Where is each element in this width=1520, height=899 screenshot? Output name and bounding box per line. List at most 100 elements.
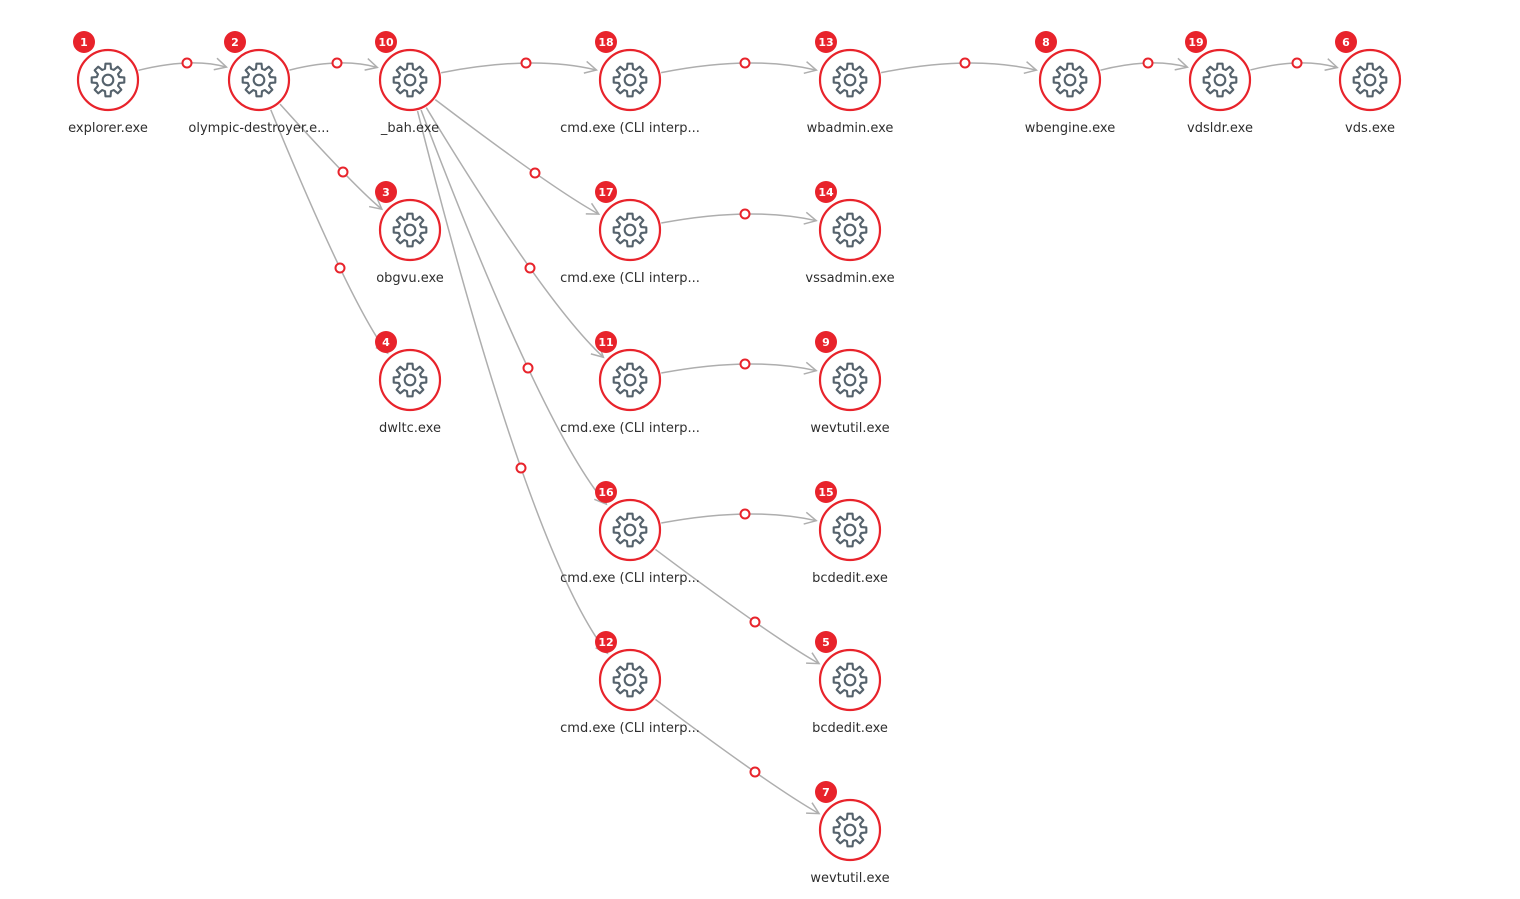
process-number-badge [595, 31, 617, 53]
process-node-olympic-destroyer.e...[interactable]: 2 olympic-destroyer.e... [188, 31, 330, 136]
edge-midpoint-dot [749, 616, 761, 628]
gear-icon [832, 812, 868, 848]
gear-icon [392, 62, 428, 98]
process-number: 5 [822, 636, 830, 649]
process-node-_bah.exe[interactable]: 10_bah.exe [375, 31, 442, 136]
gear-icon [612, 212, 648, 248]
process-circle[interactable] [227, 48, 291, 112]
edge-line [654, 698, 820, 815]
process-circle[interactable] [1188, 48, 1252, 112]
edge-midpoint-dot [739, 208, 751, 220]
edges-layer [138, 57, 1339, 815]
process-label: bcdedit.exe [812, 571, 888, 586]
gear-icon [241, 62, 277, 98]
edge-11-9 [661, 358, 818, 375]
edge-midpoint-dot [739, 358, 751, 370]
gear-icon [1202, 62, 1238, 98]
edge-10-11 [425, 107, 605, 359]
process-number: 19 [1188, 36, 1203, 49]
gear-icon [1052, 62, 1088, 98]
process-number-badge [815, 781, 837, 803]
gear-hole-icon [403, 223, 417, 237]
process-label: vssadmin.exe [805, 271, 894, 286]
process-number: 1 [80, 36, 88, 49]
process-circle[interactable] [818, 348, 882, 412]
arrowhead-icon [1324, 58, 1339, 71]
gear-icon [832, 362, 868, 398]
process-number: 7 [822, 786, 830, 799]
process-number-badge [815, 331, 837, 353]
process-label: olympic-destroyer.e... [188, 121, 329, 136]
process-circle[interactable] [818, 798, 882, 862]
process-circle[interactable] [598, 648, 662, 712]
process-circle[interactable] [598, 348, 662, 412]
process-number-badge [595, 181, 617, 203]
process-circle[interactable] [818, 498, 882, 562]
process-label: cmd.exe (CLI interp... [560, 421, 700, 436]
gear-hole-icon [101, 73, 115, 87]
edge-line [661, 363, 817, 374]
gear-hole-icon [843, 73, 857, 87]
process-label: explorer.exe [68, 121, 148, 136]
gear-icon [612, 512, 648, 548]
process-number: 9 [822, 336, 830, 349]
process-circle[interactable] [378, 348, 442, 412]
gear-hole-icon [403, 73, 417, 87]
edge-2-3 [279, 103, 384, 211]
process-number: 2 [231, 36, 239, 49]
edge-midpoint-dot [529, 167, 541, 179]
gear-hole-icon [843, 523, 857, 537]
process-circle[interactable] [598, 48, 662, 112]
edge-line [279, 103, 383, 210]
edge-18-13 [660, 57, 818, 75]
arrowhead-icon [583, 60, 599, 74]
process-number-badge [224, 31, 246, 53]
edge-10-16 [420, 109, 608, 506]
gear-icon [612, 662, 648, 698]
process-circle[interactable] [818, 48, 882, 112]
process-circle[interactable] [378, 48, 442, 112]
gear-icon [1352, 62, 1388, 98]
process-number: 10 [378, 36, 394, 49]
arrowhead-icon [803, 361, 818, 375]
process-circle[interactable] [818, 198, 882, 262]
process-circle[interactable] [378, 198, 442, 262]
edge-2-4 [270, 109, 389, 355]
gear-icon [392, 362, 428, 398]
edge-16-15 [661, 508, 818, 525]
process-circle[interactable] [1338, 48, 1402, 112]
process-circle[interactable] [76, 48, 140, 112]
process-label: cmd.exe (CLI interp... [560, 721, 700, 736]
process-node-explorer.exe[interactable]: 1 explorer.exe [68, 31, 148, 136]
process-circle[interactable] [1038, 48, 1102, 112]
edge-midpoint-dot [739, 508, 751, 520]
process-number-badge [595, 631, 617, 653]
process-circle[interactable] [598, 498, 662, 562]
arrowhead-icon [806, 802, 821, 815]
process-number-badge [815, 481, 837, 503]
edge-10-17 [434, 99, 601, 215]
process-circle[interactable] [818, 648, 882, 712]
process-label: vds.exe [1345, 121, 1395, 136]
edge-line [880, 62, 1037, 74]
process-circle[interactable] [598, 198, 662, 262]
edge-line [441, 62, 597, 74]
edge-line [661, 213, 817, 224]
gear-icon [612, 362, 648, 398]
